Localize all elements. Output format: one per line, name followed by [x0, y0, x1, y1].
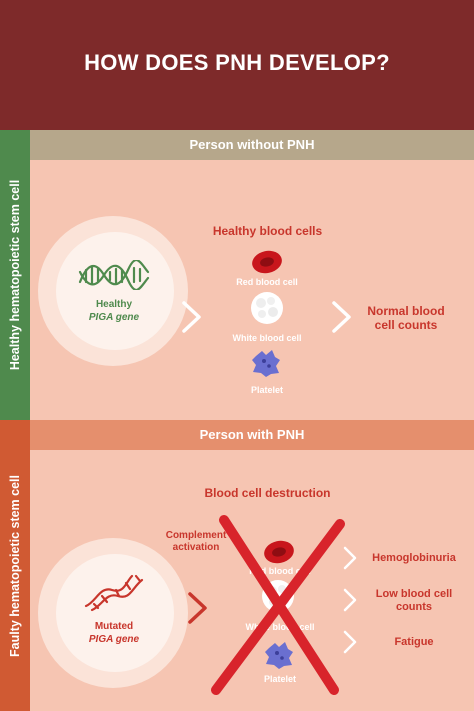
healthy-gene-label-line2: PIGA gene — [88, 312, 140, 323]
platelet-label: Platelet — [263, 674, 296, 684]
faulty-side-label: Faulty hematopoietic stem cell — [0, 420, 30, 711]
symptom-hemoglobinuria: Hemoglobinuria — [372, 552, 456, 564]
symptom-low-counts: Low blood cell counts — [375, 588, 453, 613]
dna-icon — [84, 574, 144, 612]
red-blood-cell-label: Red blood cell — [236, 277, 298, 287]
result-line2: cell counts — [374, 318, 438, 332]
healthy-gene-label-line1: Healthy — [95, 299, 133, 310]
platelet-label: Platelet — [250, 385, 283, 395]
pnh-section-body: Mutated PIGA gene Complement activation … — [30, 450, 474, 711]
result-line1: Normal blood — [367, 304, 445, 318]
mutated-gene-label: Mutated PIGA gene — [64, 620, 164, 646]
pnh-section: Faulty hematopoietic stem cell Person wi… — [0, 420, 474, 711]
chevron-right-icon — [332, 301, 351, 333]
pnh-section-header: Person with PNH — [30, 420, 474, 450]
healthy-gene-label: Healthy PIGA gene — [64, 298, 164, 324]
red-blood-cell-label: Red blood cell — [249, 566, 311, 576]
complement-activation-label: Complement activation — [156, 530, 236, 554]
platelet-icon — [252, 350, 280, 377]
destruction-heading: Blood cell destruction — [204, 486, 331, 500]
healthy-section-header: Person without PNH — [30, 130, 474, 160]
white-blood-cell-label: White blood cell — [232, 333, 302, 343]
cross-out-icon — [211, 515, 345, 695]
chevron-right-icon — [343, 546, 357, 570]
dna-icon — [78, 260, 150, 290]
platelet-icon — [265, 642, 293, 669]
complement-line2: activation — [172, 542, 220, 553]
red-blood-cell-icon — [252, 250, 282, 274]
white-blood-cell-label: White blood cell — [245, 622, 315, 632]
title-banner: HOW DOES PNH DEVELOP? — [0, 0, 474, 130]
page-title: HOW DOES PNH DEVELOP? — [84, 50, 390, 75]
normal-counts-result: Normal blood cell counts — [356, 304, 456, 332]
healthy-side-label-text: Healthy hematopoietic stem cell — [8, 179, 22, 371]
stem-cell-faulty-nucleus — [56, 554, 174, 672]
chevron-right-icon — [182, 301, 201, 333]
mutated-gene-label-line2: PIGA gene — [88, 634, 140, 645]
symptom-fatigue: Fatigue — [394, 636, 434, 648]
faulty-side-label-text: Faulty hematopoietic stem cell — [8, 474, 22, 657]
chevron-right-icon — [343, 588, 357, 612]
chevron-right-icon — [343, 630, 357, 654]
healthy-side-label: Healthy hematopoietic stem cell — [0, 130, 30, 420]
healthy-cells-heading: Healthy blood cells — [212, 224, 323, 238]
white-blood-cell-icon — [251, 292, 283, 324]
red-blood-cell-icon — [264, 540, 294, 564]
stem-cell-healthy-nucleus — [56, 232, 174, 350]
complement-line1: Complement — [165, 530, 227, 541]
healthy-section-body: Healthy PIGA gene Healthy blood cells Re… — [30, 160, 474, 420]
chevron-right-icon — [188, 592, 207, 624]
mutated-gene-label-line1: Mutated — [94, 621, 134, 632]
healthy-section: Healthy hematopoietic stem cell Person w… — [0, 130, 474, 420]
